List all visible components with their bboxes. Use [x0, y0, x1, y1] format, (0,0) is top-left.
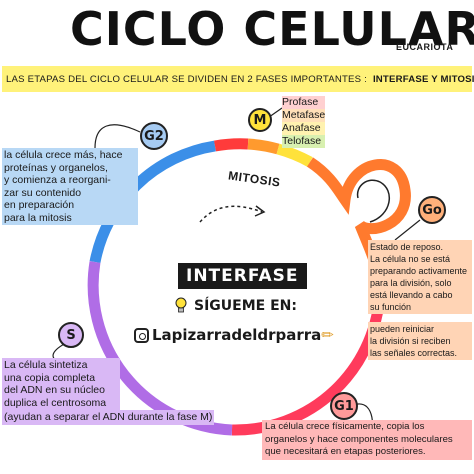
- s-badge-label: S: [66, 327, 76, 343]
- m-badge-label: M: [253, 112, 267, 128]
- banner-highlight: INTERFASE Y MITOSIS: [372, 73, 474, 85]
- inner-cycle-arrow: [199, 205, 263, 223]
- g0-curl: [356, 179, 390, 223]
- s-note-line: duplica el centrosoma: [4, 396, 107, 409]
- phase-prophase: Profase: [282, 96, 326, 109]
- phase-telophase: Telofase: [282, 135, 326, 148]
- inner-cycle-arrowhead: [254, 205, 266, 217]
- g2-note-line: en preparación: [4, 199, 75, 211]
- follow-label: SÍGUEME EN:: [194, 298, 297, 314]
- g2-badge: G2: [140, 122, 168, 150]
- m-arc-orange: [247, 138, 280, 155]
- lightbulb-icon: [175, 297, 187, 313]
- s-note-line: La célula sintetiza: [4, 359, 88, 371]
- banner-text: LAS ETAPAS DEL CICLO CELULAR SE DIVIDEN …: [6, 73, 367, 85]
- g2-badge-label: G2: [144, 128, 164, 144]
- mitosis-phase-list: Profase Metafase Anafase Telofase: [282, 96, 326, 148]
- g0-restart-line: la división si reciben: [370, 336, 451, 346]
- s-extra-line: (ayudan a separar el ADN durante la fase…: [4, 411, 213, 423]
- g0-restart-note: pueden reiniciar la división si reciben …: [368, 322, 472, 360]
- g1-badge: G1: [330, 392, 358, 420]
- g0-note-line: su función: [370, 302, 412, 312]
- g0-connector: [394, 219, 421, 241]
- g2-note-line: y comienza a reorgani-: [4, 174, 111, 186]
- phase-anaphase: Anafase: [282, 122, 326, 135]
- s-badge: S: [58, 322, 84, 348]
- g0-note: Estado de reposo. La célula no se está p…: [368, 240, 472, 314]
- handle-text: Lapizarradeldrparra: [152, 326, 322, 344]
- g2-connector: [94, 124, 141, 149]
- s-note-line: del ADN en su núcleo: [4, 384, 105, 396]
- m-arc-red: [214, 138, 249, 152]
- instagram-handle[interactable]: Lapizarradeldrparra✏: [132, 326, 334, 344]
- interfase-label: INTERFASE: [178, 263, 307, 289]
- pencil-icon: ✏: [321, 326, 334, 344]
- s-note-line: una copia completa: [4, 371, 96, 384]
- g0-loop: [306, 157, 411, 291]
- g0-note-line: Estado de reposo.: [370, 242, 444, 252]
- g1-note-line: organelos y hace componentes moleculares: [265, 433, 453, 445]
- g2-note-line: para la mitosis: [4, 211, 72, 224]
- m-badge: M: [248, 108, 272, 132]
- g2-note: la célula crece más, hace proteínas y or…: [2, 148, 138, 225]
- g0-badge: Go: [418, 196, 446, 224]
- s-extra-note: (ayudan a separar el ADN durante la fase…: [2, 410, 215, 425]
- s-note: La célula sintetiza una copia completa d…: [2, 358, 120, 410]
- g0-note-line: para la división, solo: [370, 278, 452, 288]
- g2-note-line: la célula crece más, hace: [4, 149, 123, 161]
- g0-note-line: está llevando a cabo: [370, 290, 453, 300]
- g2-note-line: proteínas y organelos,: [4, 161, 108, 174]
- g1-badge-label: G1: [334, 398, 354, 414]
- g1-note: La célula crece físicamente, copia los o…: [262, 420, 472, 460]
- g1-note-line: La célula crece físicamente, copia los: [265, 421, 425, 432]
- g0-note-line: preparando activamente: [370, 266, 468, 276]
- g0-badge-label: Go: [422, 202, 442, 218]
- g2-note-line: zar su contenido: [4, 186, 82, 199]
- g1-note-line: que necesitará en etapas posteriores.: [265, 446, 426, 457]
- instagram-icon: [134, 328, 149, 343]
- phase-metaphase: Metafase: [282, 109, 326, 122]
- m-arc-yellow: [276, 143, 313, 167]
- g0-restart-line: las señales correctas.: [370, 348, 458, 358]
- g0-restart-line: pueden reiniciar: [370, 324, 435, 334]
- intro-banner: LAS ETAPAS DEL CICLO CELULAR SE DIVIDEN …: [2, 66, 474, 92]
- eukaryote-tag: EUCARIOTA: [396, 42, 454, 52]
- g0-note-line: La célula no se está: [370, 254, 451, 264]
